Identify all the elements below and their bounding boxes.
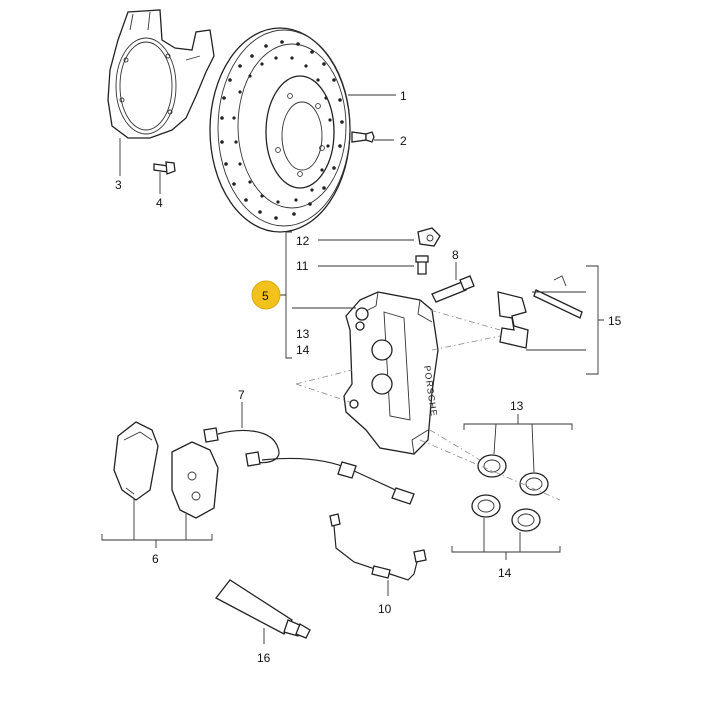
callout-13-bracket: 13 [296, 327, 310, 341]
callout-2: 2 [400, 134, 407, 148]
disc-drill-holes [220, 40, 344, 220]
piston-seal-a[interactable] [477, 454, 507, 478]
callout-15: 15 [608, 314, 622, 328]
grease-tube[interactable] [215, 579, 311, 639]
wear-sensor[interactable] [203, 427, 415, 505]
callout-5: 5 [262, 289, 269, 303]
callout-3: 3 [115, 178, 122, 192]
callout-12: 12 [296, 234, 310, 248]
brake-pad-right[interactable] [171, 441, 219, 519]
pad-retaining-bolt[interactable] [431, 275, 475, 303]
brake-disc[interactable] [209, 27, 351, 233]
piston-b[interactable] [511, 508, 541, 532]
callout-13-seals: 13 [510, 399, 524, 413]
bleed-valve-cap[interactable] [417, 227, 441, 247]
callout-16: 16 [257, 651, 271, 665]
callout-10: 10 [378, 602, 392, 616]
bleed-valve[interactable] [415, 255, 429, 275]
assembly-axes [295, 309, 561, 501]
retaining-pin[interactable] [533, 275, 583, 319]
dust-shield[interactable] [107, 9, 215, 139]
callout-4: 4 [156, 196, 163, 210]
brake-pad-left[interactable] [113, 421, 159, 501]
callout-11: 11 [296, 259, 309, 273]
callout-labels: 1 2 3 4 7 8 10 11 12 13 13 14 14 15 6 16 [115, 89, 622, 665]
callout-7: 7 [238, 388, 245, 402]
brake-caliper[interactable]: PORSCHE [343, 291, 439, 455]
callout-1: 1 [400, 89, 407, 103]
disc-screw[interactable] [351, 131, 375, 143]
callout-14-pistons: 14 [498, 566, 512, 580]
piston-seal-b[interactable] [519, 472, 549, 496]
callout-6: 6 [152, 552, 159, 566]
piston-a[interactable] [471, 494, 501, 518]
leader-lines [101, 94, 604, 644]
callout-14-bracket: 14 [296, 343, 310, 357]
shield-bolt[interactable] [153, 161, 176, 175]
callout-8: 8 [452, 248, 459, 262]
spreader-spring[interactable] [497, 291, 529, 349]
callout-5-highlight[interactable]: 5 [251, 280, 281, 310]
brake-line[interactable] [329, 513, 427, 581]
highlight-marker[interactable] [251, 280, 281, 310]
